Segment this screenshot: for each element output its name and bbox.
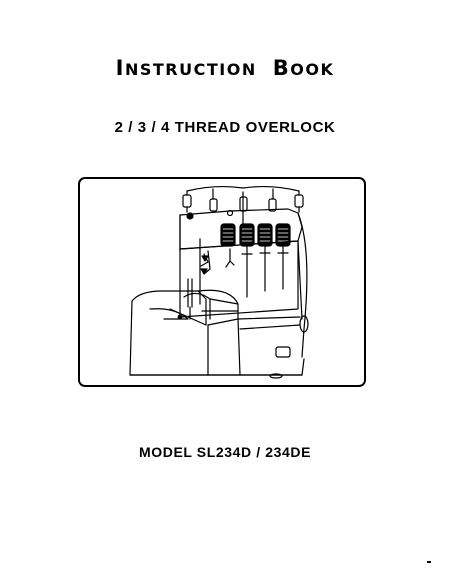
title-initial-b: B	[272, 56, 291, 80]
illustration-frame	[78, 177, 366, 387]
overlock-machine-illustration	[129, 185, 309, 379]
machine-front-cover	[179, 238, 299, 318]
book-title: INSTRUCTION BOOK	[0, 58, 450, 80]
looper-cover	[129, 290, 209, 376]
tension-dials-icon	[220, 223, 291, 247]
title-word-book: OOK	[290, 60, 335, 79]
model-number: MODEL SL234D / 234DE	[138, 444, 312, 460]
machine-base	[129, 316, 305, 379]
title-initial-i: I	[115, 56, 125, 80]
needle-area	[183, 278, 239, 320]
thread-stand-icon	[182, 185, 304, 240]
machine-right-body	[275, 212, 309, 358]
machine-type-subtitle: 2 / 3 / 4 THREAD OVERLOCK	[114, 119, 336, 136]
scan-speck	[427, 561, 431, 563]
title-word-instruction: NSTRUCTION	[124, 60, 257, 79]
